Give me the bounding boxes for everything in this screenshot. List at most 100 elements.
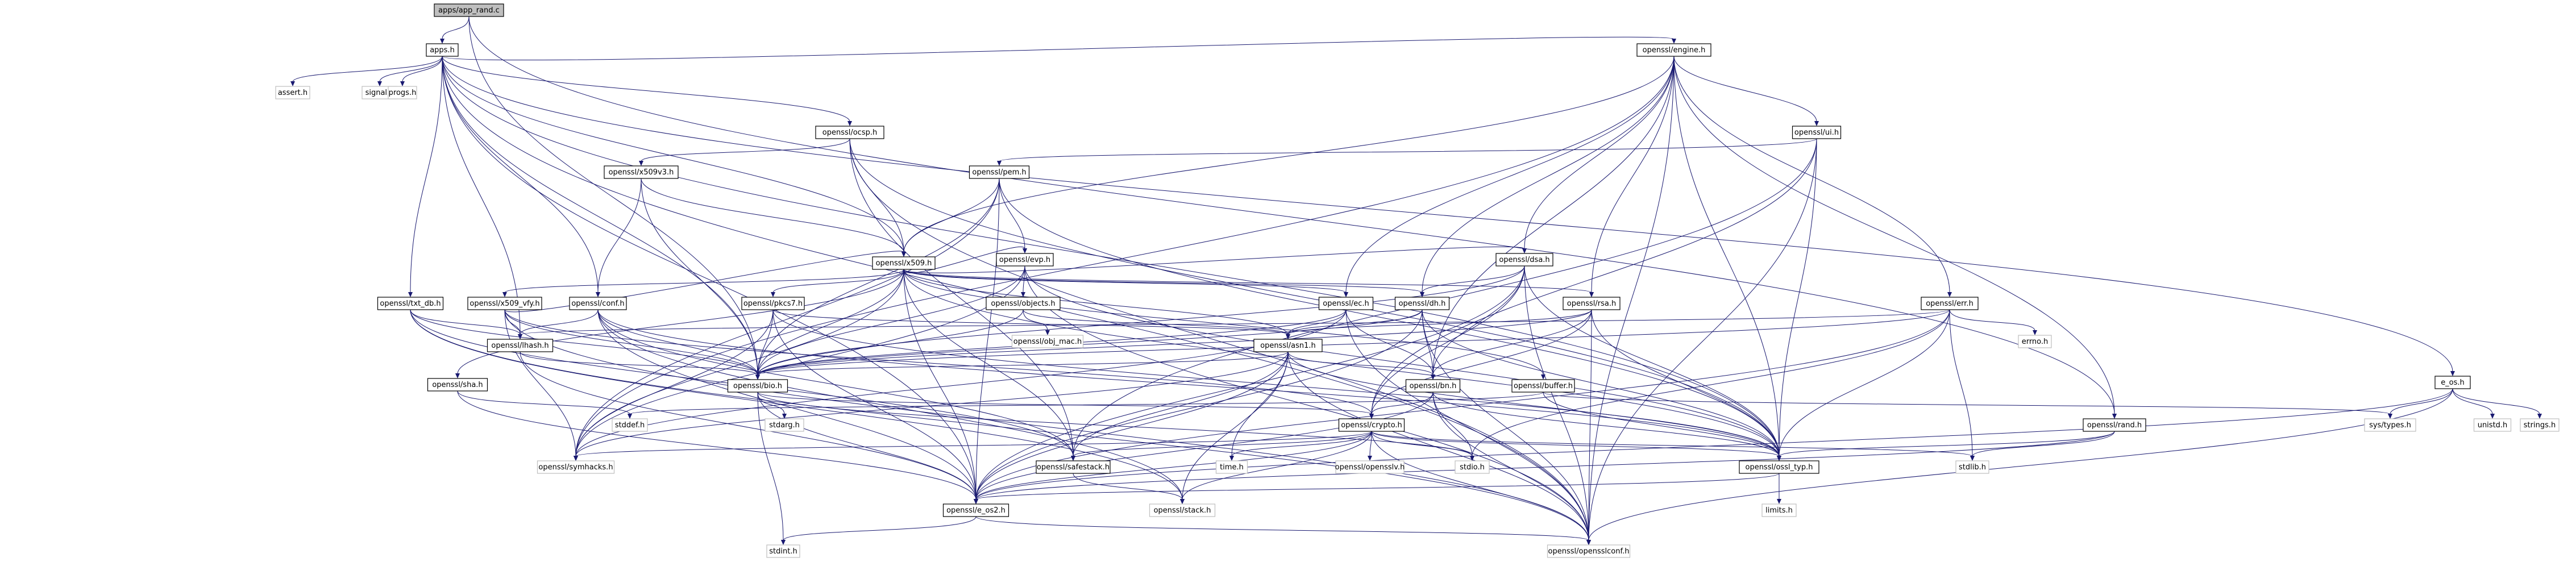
node-objects-label: openssl/objects.h: [991, 299, 1055, 308]
arrowhead-ui-to-pem: [997, 161, 1002, 166]
node-conf[interactable]: openssl/conf.h: [569, 297, 627, 310]
node-progs[interactable]: progs.h: [388, 86, 417, 99]
edge-x509-to-evp: [903, 246, 1025, 273]
node-asn1[interactable]: openssl/asn1.h: [1253, 339, 1323, 352]
edge-pkcs7-to-asn1: [772, 309, 1289, 335]
edge-crypto-to-symhacks: [575, 431, 1372, 457]
node-e_os[interactable]: e_os.h: [2434, 376, 2471, 389]
node-pkcs7[interactable]: openssl/pkcs7.h: [741, 297, 805, 310]
node-txt_db-label: openssl/txt_db.h: [380, 299, 441, 308]
node-rand[interactable]: openssl/rand.h: [2083, 418, 2146, 432]
node-apps[interactable]: apps.h: [426, 43, 459, 57]
arrowhead-apps-to-e_os: [2450, 371, 2455, 376]
node-time-box: [1215, 460, 1248, 474]
node-errno[interactable]: errno.h: [2018, 335, 2052, 348]
arrowhead-lhash-to-bio: [755, 374, 760, 380]
node-objects[interactable]: openssl/objects.h: [986, 297, 1061, 310]
node-stdint[interactable]: stdint.h: [766, 544, 800, 558]
node-ec[interactable]: openssl/ec.h: [1318, 297, 1374, 310]
edge-engine-to-dsa: [1524, 56, 1675, 249]
edge-engine-to-symhacks: [575, 56, 1675, 457]
node-systypes[interactable]: sys/types.h: [2364, 418, 2416, 432]
node-x509_vfy[interactable]: openssl/x509_vfy.h: [467, 297, 542, 310]
node-opensslv-box: [1335, 460, 1405, 474]
node-buffer[interactable]: openssl/buffer.h: [1511, 379, 1575, 393]
node-evp-box: [996, 253, 1054, 267]
node-assert[interactable]: assert.h: [275, 86, 310, 99]
edge-app_rand-to-rand: [468, 16, 2115, 415]
node-opensslv-label: openssl/opensslv.h: [1335, 463, 1405, 472]
node-buffer-box: [1511, 379, 1575, 393]
node-rsa[interactable]: openssl/rsa.h: [1563, 297, 1621, 310]
edge-pem-to-e_os2: [975, 178, 1000, 500]
node-bio[interactable]: openssl/bio.h: [727, 379, 788, 393]
edge-bio-to-stdint: [757, 392, 784, 541]
node-opensslconf[interactable]: openssl/opensslconf.h: [1547, 544, 1631, 558]
node-stdlib[interactable]: stdlib.h: [1955, 460, 1989, 474]
node-ui[interactable]: openssl/ui.h: [1792, 126, 1842, 139]
node-unistd[interactable]: unistd.h: [2473, 418, 2512, 432]
node-dh[interactable]: openssl/dh.h: [1394, 297, 1450, 310]
node-safestack[interactable]: openssl/safestack.h: [1036, 460, 1111, 474]
node-obj_mac[interactable]: openssl/obj_mac.h: [1011, 335, 1084, 348]
node-stdarg[interactable]: stdarg.h: [765, 418, 804, 432]
node-limits[interactable]: limits.h: [1761, 503, 1797, 517]
edge-ec-to-opensslconf: [1345, 309, 1589, 541]
arrowhead-x509-to-sha: [455, 373, 460, 378]
node-x509[interactable]: openssl/x509.h: [872, 256, 936, 270]
node-strings[interactable]: strings.h: [2520, 418, 2560, 432]
node-stddef[interactable]: stddef.h: [612, 418, 648, 432]
node-sha[interactable]: openssl/sha.h: [427, 378, 488, 392]
edge-apps-to-txt_db: [410, 56, 443, 293]
arrowhead-apps-to-progs: [400, 81, 405, 86]
node-conf-box: [569, 297, 627, 310]
node-opensslv[interactable]: openssl/opensslv.h: [1335, 460, 1405, 474]
arrowhead-apps-to-assert: [290, 81, 295, 86]
node-stdint-label: stdint.h: [769, 547, 797, 556]
edge-crypto-to-stdio: [1371, 431, 1473, 457]
node-unistd-box: [2473, 418, 2512, 432]
node-stack[interactable]: openssl/stack.h: [1149, 503, 1216, 517]
node-asn1-label: openssl/asn1.h: [1260, 342, 1316, 350]
node-e_os2[interactable]: openssl/e_os2.h: [942, 503, 1009, 517]
node-lhash-box: [487, 339, 554, 352]
edge-ocsp-to-ossl_typ: [849, 138, 1780, 457]
node-stdarg-label: stdarg.h: [769, 421, 800, 430]
edge-apps-to-bio: [442, 56, 758, 376]
edge-apps-to-ocsp: [442, 56, 850, 122]
node-safestack-label: openssl/safestack.h: [1037, 463, 1110, 472]
node-symhacks[interactable]: openssl/symhacks.h: [537, 460, 615, 474]
edge-x509-to-e_os2: [903, 269, 977, 500]
edge-asn1-to-e_os2: [975, 351, 1289, 500]
node-e_os2-box: [942, 503, 1009, 517]
edge-apps-to-assert: [292, 56, 443, 82]
edge-apps-to-e_os2: [442, 56, 977, 500]
node-strings-label: strings.h: [2524, 421, 2556, 430]
node-e_os2-label: openssl/e_os2.h: [946, 506, 1006, 515]
node-objects-box: [986, 297, 1061, 310]
edge-bio-to-stdarg: [757, 392, 785, 415]
edge-engine-to-rand: [1673, 56, 2115, 415]
node-dsa[interactable]: openssl/dsa.h: [1495, 253, 1553, 267]
node-pem[interactable]: openssl/pem.h: [969, 165, 1030, 179]
node-err-box: [1921, 297, 1979, 310]
node-crypto[interactable]: openssl/crypto.h: [1338, 418, 1405, 432]
edge-err-to-errno: [1949, 309, 2035, 331]
node-time[interactable]: time.h: [1215, 460, 1248, 474]
edge-apps-to-progs: [402, 56, 443, 82]
node-bn[interactable]: openssl/bn.h: [1405, 379, 1461, 393]
edge-pkcs7-to-e_os2: [772, 309, 977, 500]
node-txt_db[interactable]: openssl/txt_db.h: [377, 297, 444, 310]
node-ocsp[interactable]: openssl/ocsp.h: [815, 126, 884, 139]
edge-rsa-to-bn: [1432, 309, 1592, 376]
edge-dh-to-bio: [757, 309, 1423, 376]
node-engine[interactable]: openssl/engine.h: [1636, 43, 1711, 57]
node-rsa-box: [1563, 297, 1621, 310]
node-evp[interactable]: openssl/evp.h: [996, 253, 1054, 267]
node-stdio[interactable]: stdio.h: [1455, 460, 1490, 474]
node-lhash[interactable]: openssl/lhash.h: [487, 339, 554, 352]
edge-bio-to-stdio: [757, 392, 1473, 457]
node-ossl_typ[interactable]: openssl/ossl_typ.h: [1739, 460, 1819, 474]
node-err[interactable]: openssl/err.h: [1921, 297, 1979, 310]
node-x509v3[interactable]: openssl/x509v3.h: [604, 165, 679, 179]
